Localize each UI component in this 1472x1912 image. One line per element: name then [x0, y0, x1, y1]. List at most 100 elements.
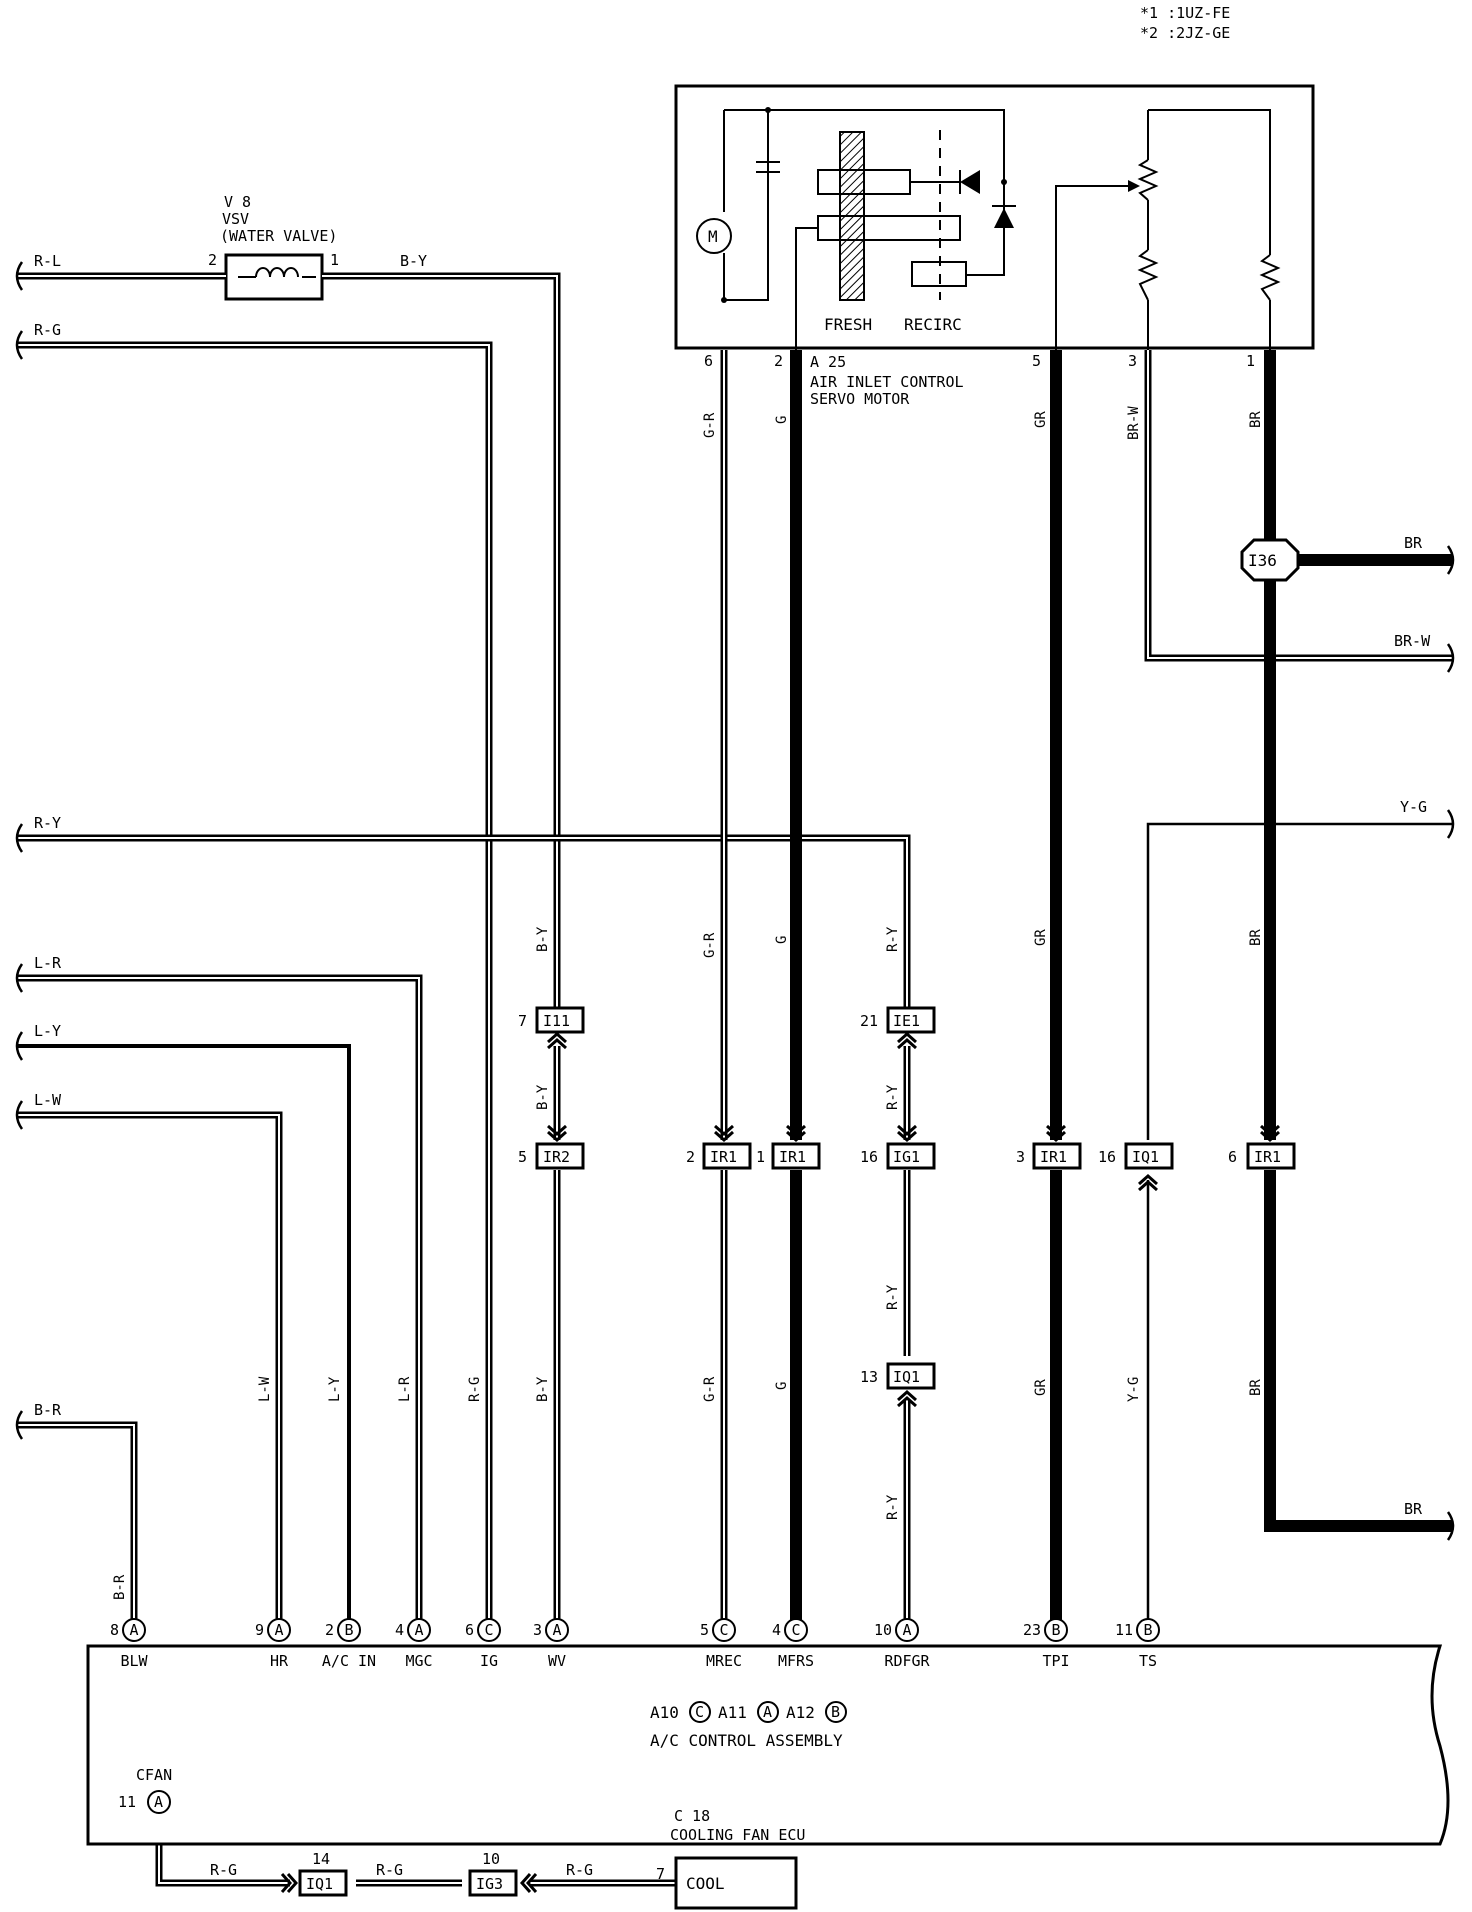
vsv-pin-1: 1 — [330, 251, 339, 269]
ac-ref-a10: A10 — [650, 1703, 679, 1722]
wire-label-ry: R-Y — [34, 814, 61, 832]
terminal-pin: 5 — [700, 1621, 709, 1639]
terminal-circle — [1136, 1618, 1160, 1642]
servo-name-2: SERVO MOTOR — [810, 390, 910, 408]
wire-label-gr-1: GR — [1033, 411, 1049, 428]
terminal-pin: 9 — [255, 1621, 264, 1639]
terminal-circle — [477, 1618, 501, 1642]
ac-ref-c: C — [695, 1703, 704, 1721]
fan-ecu-ref: C 18 — [674, 1807, 710, 1825]
terminal-conn: A — [129, 1621, 138, 1639]
connector-iq1-a-pin: 16 — [1098, 1148, 1116, 1166]
servo-ref: A 25 — [810, 353, 846, 371]
fan-ecu-name: COOLING FAN ECU — [670, 1826, 805, 1844]
vsv-name: VSV — [222, 210, 249, 228]
cfan-pin: 11 — [118, 1793, 136, 1811]
terminal-conn: C — [719, 1621, 728, 1639]
terminal-name: BLW — [120, 1652, 148, 1670]
connector-ig3-pin: 10 — [482, 1850, 500, 1868]
wire-label-by-1: B-Y — [535, 926, 551, 952]
wire-label-ry-4: R-Y — [885, 1494, 901, 1520]
junction-i36-label: I36 — [1248, 551, 1277, 570]
terminal-circle — [1044, 1618, 1068, 1642]
motor-symbol: M — [708, 227, 718, 246]
wire-label-rg: R-G — [34, 321, 61, 339]
connector-chevrons — [280, 1031, 1280, 1893]
connector-ie1: IE1 21 — [860, 1006, 936, 1034]
engine-note-1: *1 :1UZ-FE — [1140, 4, 1230, 22]
cfan-name: CFAN — [136, 1766, 172, 1784]
connector-iq1-c: IQ1 14 — [298, 1850, 348, 1897]
terminal-name: IG — [480, 1652, 498, 1670]
wire-label-br: B-R — [34, 1401, 62, 1419]
terminal-name: MFRS — [778, 1652, 814, 1670]
terminal-circle — [337, 1618, 361, 1642]
connector-i11-code: I11 — [543, 1012, 570, 1030]
wire-label-br-left-v: B-R — [112, 1574, 128, 1600]
connector-ig1: IG1 16 — [860, 1142, 936, 1170]
ac-control-assembly: A10 C A11 A A12 B A/C CONTROL ASSEMBLY — [86, 1644, 1450, 1846]
wire-label-lr: L-R — [34, 954, 62, 972]
wire-label-br-right-2: BR — [1404, 1500, 1423, 1518]
connector-i11-pin: 7 — [518, 1012, 527, 1030]
connector-ir1-a-code: IR1 — [710, 1148, 737, 1166]
servo-name-1: AIR INLET CONTROL — [810, 373, 964, 391]
connector-ir1-b-pin: 1 — [756, 1148, 765, 1166]
wire-label-br-v1: BR — [1248, 411, 1264, 428]
connector-ir1-d: IR1 6 — [1228, 1142, 1296, 1170]
vsv-ref: V 8 — [224, 193, 251, 211]
wire-label-ry-3: R-Y — [885, 1284, 901, 1310]
terminal-circle — [407, 1618, 431, 1642]
terminal-name: TS — [1139, 1652, 1157, 1670]
connector-iq1-a-code: IQ1 — [1132, 1148, 1159, 1166]
terminal-pin: 2 — [325, 1621, 334, 1639]
terminal-conn: B — [1143, 1621, 1152, 1639]
terminal-pin: 4 — [772, 1621, 781, 1639]
terminal-pin: 4 — [395, 1621, 404, 1639]
wire-end-brackets — [15, 261, 1455, 1541]
terminal-name: TPI — [1042, 1652, 1069, 1670]
cooling-fan-ecu: C 18 COOLING FAN ECU COOL 7 — [656, 1807, 805, 1910]
connector-ig3-code: IG3 — [476, 1875, 503, 1893]
servo-pin-1: 1 — [1246, 352, 1255, 370]
connector-ir2-pin: 5 — [518, 1148, 527, 1166]
wire-label-rg-cfan-2: R-G — [376, 1861, 403, 1879]
terminal-conn: A — [902, 1621, 911, 1639]
terminal-pin: 3 — [533, 1621, 542, 1639]
terminal-conn: C — [484, 1621, 493, 1639]
terminal-conn: A — [274, 1621, 283, 1639]
wire-label-by-top: B-Y — [400, 252, 427, 270]
recirc-label: RECIRC — [904, 315, 962, 334]
wire-label-lr-v: L-R — [397, 1376, 413, 1402]
ac-ref-b: B — [831, 1703, 840, 1721]
wire-label-ry-1: R-Y — [885, 926, 901, 952]
connector-ig1-code: IG1 — [893, 1148, 920, 1166]
connector-ir1-a: IR1 2 — [686, 1142, 752, 1170]
connector-ir1-a-pin: 2 — [686, 1148, 695, 1166]
fresh-label: FRESH — [824, 315, 872, 334]
terminal-pin: 10 — [874, 1621, 892, 1639]
connector-ir1-c: IR1 3 — [1016, 1142, 1082, 1170]
terminal-name: RDFGR — [884, 1652, 930, 1670]
connector-ir1-b-code: IR1 — [779, 1148, 806, 1166]
connector-iq1-b-code: IQ1 — [893, 1368, 920, 1386]
terminal-name: MGC — [405, 1652, 432, 1670]
wire-label-ly: L-Y — [34, 1022, 61, 1040]
servo-pin-5: 5 — [1032, 352, 1041, 370]
connector-iq1-c-pin: 14 — [312, 1850, 330, 1868]
wire-label-br-v3: BR — [1248, 1379, 1264, 1396]
terminal-pin: 6 — [465, 1621, 474, 1639]
terminal-conn: C — [791, 1621, 800, 1639]
junction-i36: I36 — [1240, 538, 1300, 582]
terminal-name: HR — [270, 1652, 289, 1670]
terminal-name: WV — [548, 1652, 566, 1670]
wire-label-ry-2: R-Y — [885, 1084, 901, 1110]
terminal-pin: 8 — [110, 1621, 119, 1639]
connector-ir1-c-pin: 3 — [1016, 1148, 1025, 1166]
connector-iq1-a: IQ1 16 — [1098, 1142, 1174, 1170]
wire-label-g-2: G — [774, 936, 790, 944]
terminal-name: MREC — [706, 1652, 742, 1670]
terminal-pin: 23 — [1023, 1621, 1041, 1639]
